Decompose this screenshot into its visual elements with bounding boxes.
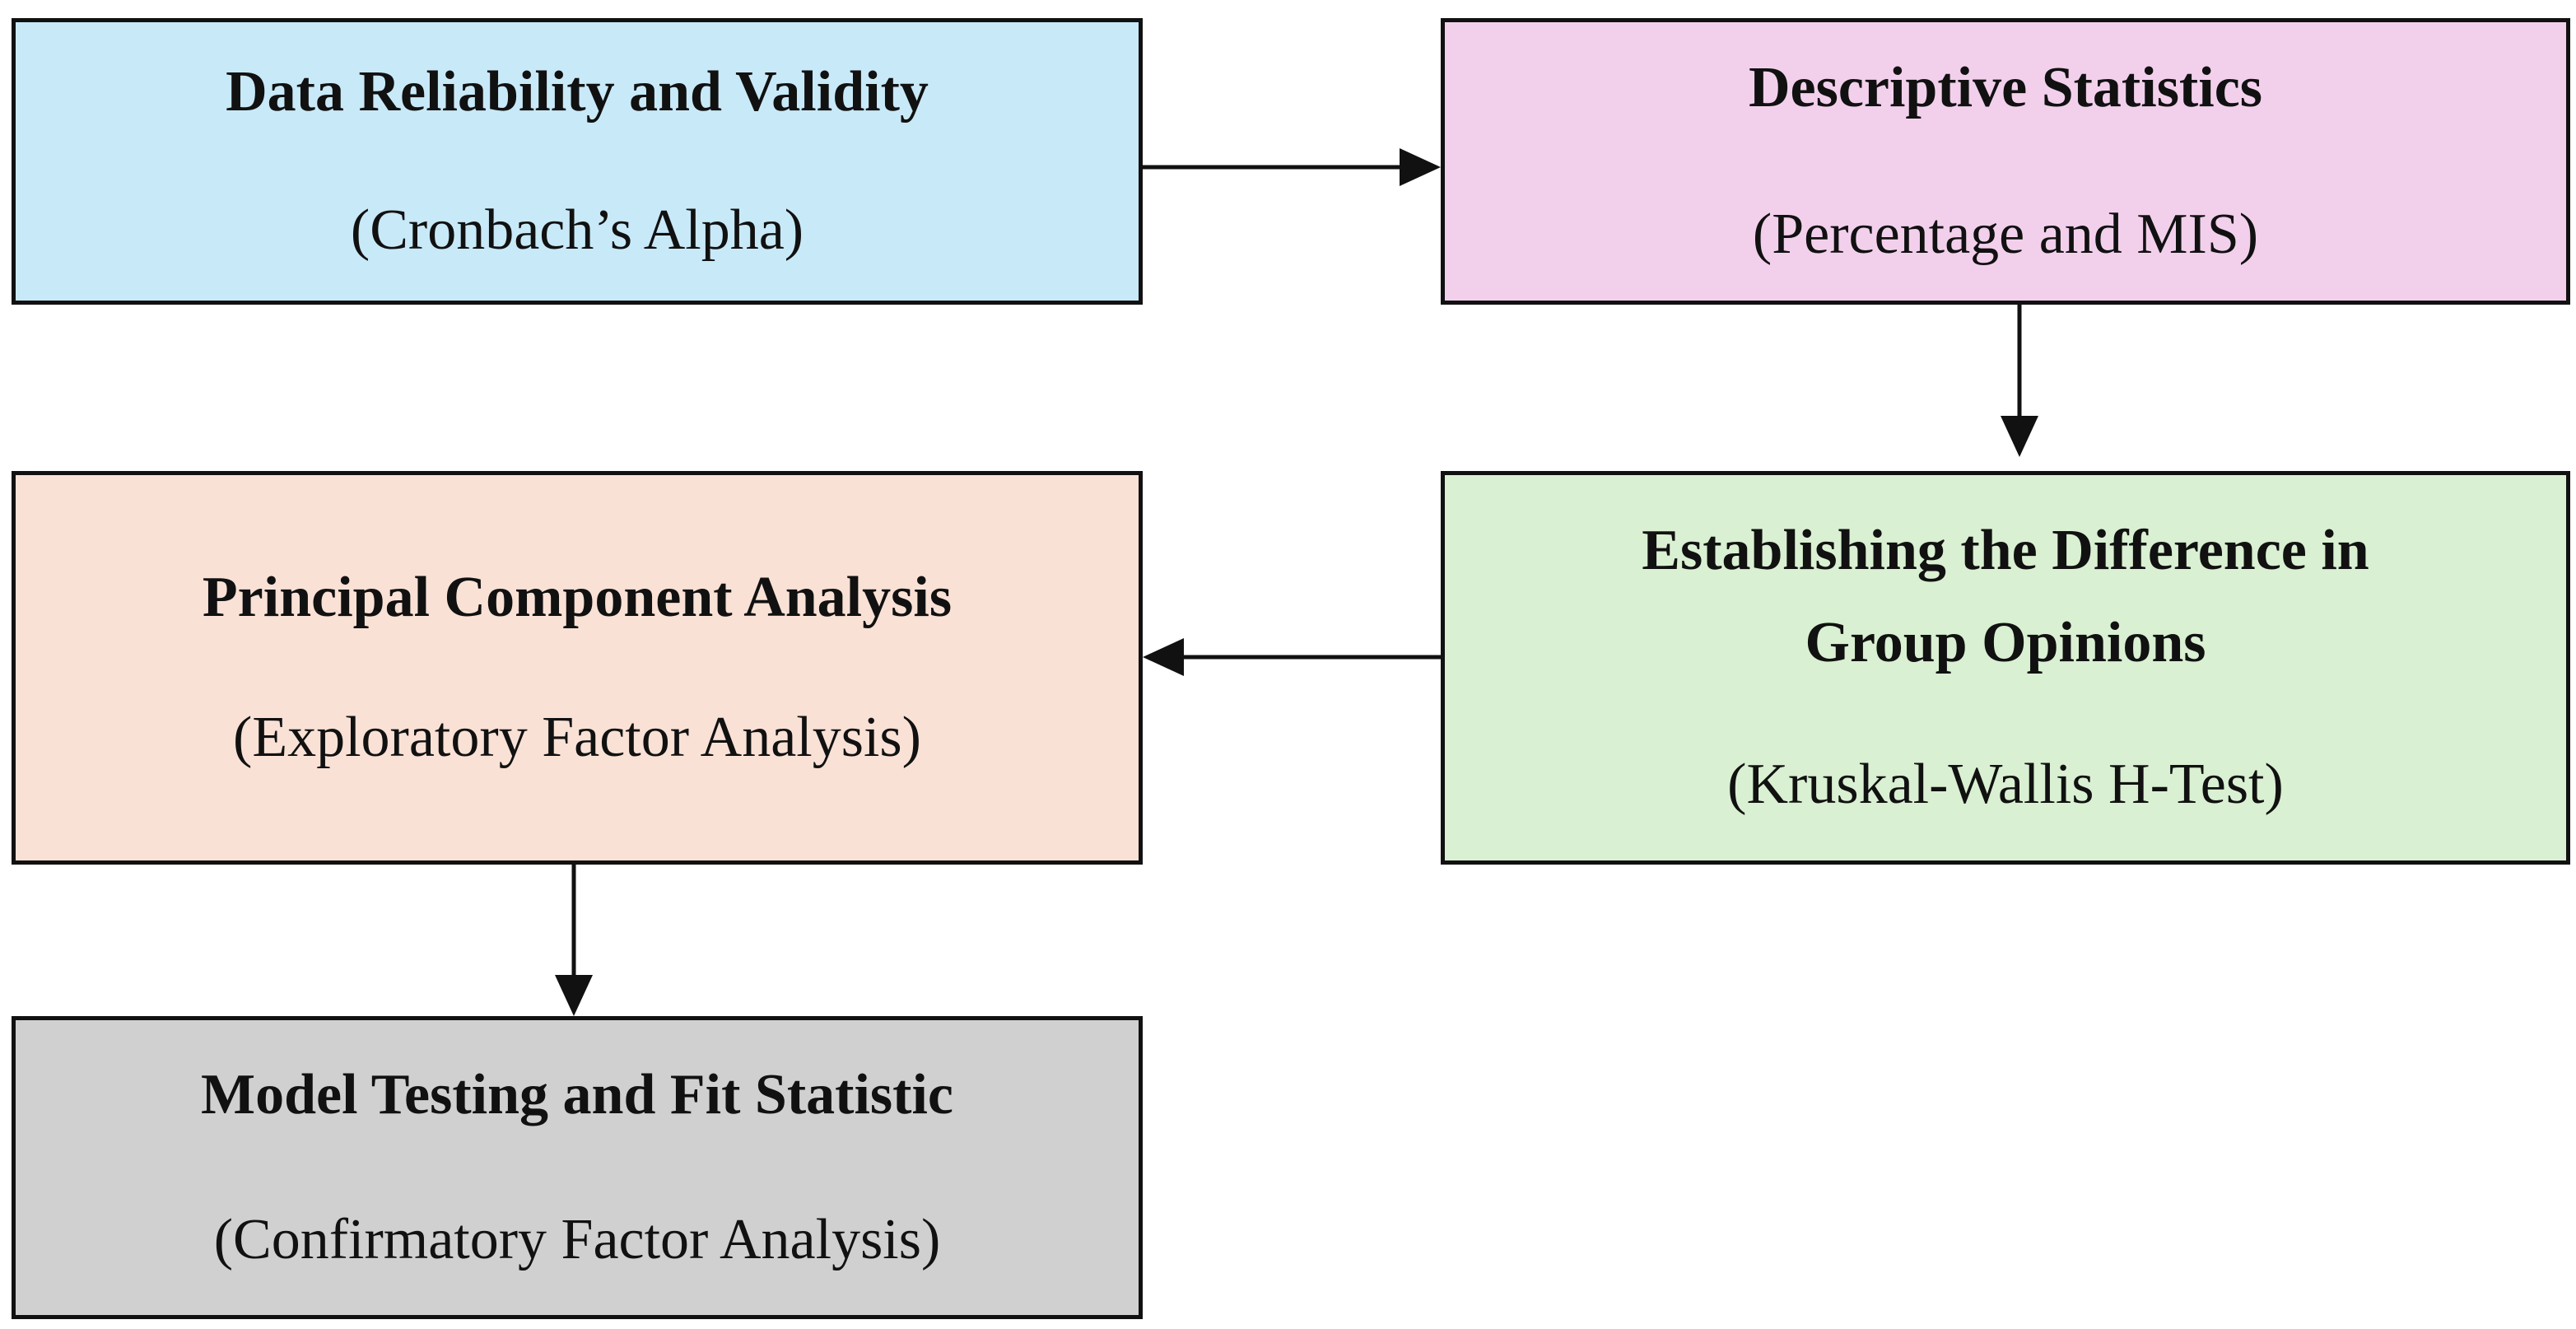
step-group-difference-box: Establishing the Difference in Group Opi… [1441,471,2570,865]
step-title: Descriptive Statistics [1748,56,2263,119]
arrow-descriptive-to-kruskal [2001,305,2038,457]
step-method: (Exploratory Factor Analysis) [233,706,921,769]
step-principal-component-box: Principal Component Analysis (Explorator… [12,471,1143,865]
step-title: Data Reliability and Validity [226,60,929,124]
step-title-line-1: Establishing the Difference in [1642,519,2369,582]
step-method: (Kruskal-Wallis H-Test) [1727,753,2284,816]
step-data-reliability-box: Data Reliability and Validity (Cronbach’… [12,18,1143,305]
step-method: (Cronbach’s Alpha) [350,198,804,262]
step-title: Model Testing and Fit Statistic [201,1063,953,1126]
step-model-testing-box: Model Testing and Fit Statistic (Confirm… [12,1016,1143,1319]
step-descriptive-statistics-box: Descriptive Statistics (Percentage and M… [1441,18,2570,305]
step-title-line-2: Group Opinions [1805,611,2206,674]
step-method: (Percentage and MIS) [1752,203,2259,266]
step-method: (Confirmatory Factor Analysis) [213,1208,941,1271]
step-title: Principal Component Analysis [202,566,953,629]
arrow-pca-to-model [555,865,593,1016]
arrow-reliability-to-descriptive [1143,148,1441,186]
arrow-kruskal-to-pca [1143,638,1441,676]
